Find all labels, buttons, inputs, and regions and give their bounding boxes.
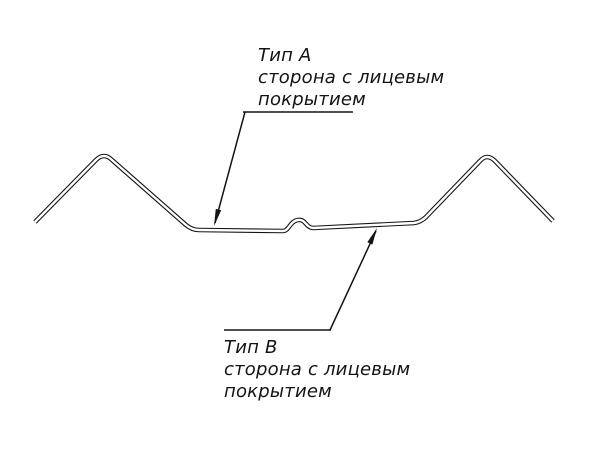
callout-type-b-line3: покрытием [224, 381, 332, 402]
callout-type-a: Тип А сторона с лицевым покрытием [258, 45, 444, 111]
callout-type-b-line2: сторона с лицевым [224, 359, 411, 380]
leader-bottom-arrowhead [367, 228, 377, 245]
callout-type-a-line3: покрытием [258, 89, 366, 110]
callout-type-b: Тип В сторона с лицевым покрытием [224, 337, 410, 403]
callout-type-a-line2: сторона с лицевым [258, 67, 445, 88]
leader-top-arrowhead [214, 208, 222, 226]
callout-type-b-title: Тип В [224, 337, 278, 358]
profile-inner-gap [34, 154, 554, 233]
leader-bottom-diagonal [329, 230, 377, 331]
callout-type-a-title: Тип А [258, 45, 312, 66]
leader-top-diagonal [214, 111, 246, 224]
